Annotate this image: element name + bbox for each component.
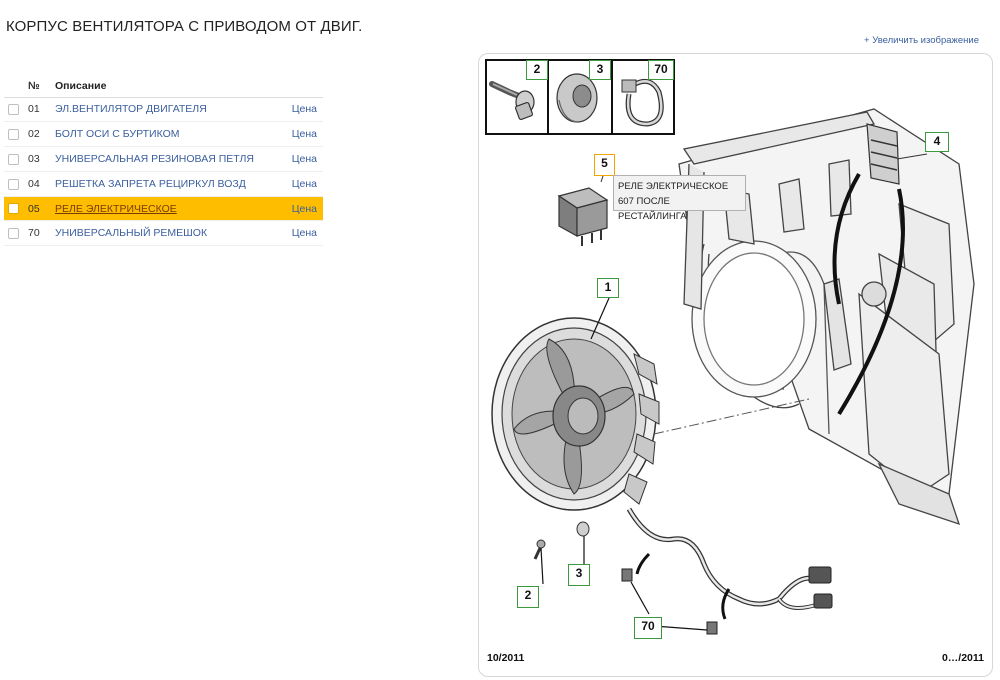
- part-description-link[interactable]: УНИВЕРСАЛЬНАЯ РЕЗИНОВАЯ ПЕТЛЯ: [55, 152, 254, 165]
- row-checkbox[interactable]: [8, 104, 19, 116]
- column-header-num: №: [28, 78, 55, 98]
- row-checkbox[interactable]: [8, 178, 19, 190]
- price-link[interactable]: Цена: [291, 103, 317, 116]
- callout-1[interactable]: 1: [597, 278, 619, 298]
- row-number: 05: [28, 196, 55, 222]
- strap-icon: [621, 78, 664, 127]
- row-checkbox[interactable]: [8, 153, 19, 165]
- tooltip-line-2: 607 ПОСЛЕ РЕСТАЙЛИНГА: [618, 196, 687, 222]
- parts-diagram: 2 3 70 4 5 1 2 3 70 РЕЛЕ ЭЛЕКТРИЧЕСКОЕ 6…: [478, 53, 993, 677]
- callout-3-bottom[interactable]: 3: [568, 564, 590, 586]
- part-description-link[interactable]: ЭЛ.ВЕНТИЛЯТОР ДВИГАТЕЛЯ: [55, 103, 207, 116]
- table-row-selected[interactable]: 05 РЕЛЕ ЭЛЕКТРИЧЕСКОЕ Цена: [4, 196, 323, 222]
- small-parts-panel: [485, 59, 675, 135]
- part-description-link[interactable]: РЕШЕТКА ЗАПРЕТА РЕЦИРКУЛ ВОЗД: [55, 177, 246, 190]
- table-row[interactable]: 01 ЭЛ.ВЕНТИЛЯТОР ДВИГАТЕЛЯ Цена: [4, 97, 323, 123]
- column-header-description: Описание: [55, 78, 273, 98]
- part-description-link[interactable]: БОЛТ ОСИ С БУРТИКОМ: [55, 128, 180, 141]
- price-link[interactable]: Цена: [291, 128, 317, 141]
- diagram-illustration: [485, 59, 975, 635]
- callout-70-top[interactable]: 70: [648, 60, 674, 80]
- diagram-date-right: 0…/2011: [941, 652, 984, 664]
- table-row[interactable]: 03 УНИВЕРСАЛЬНАЯ РЕЗИНОВАЯ ПЕТЛЯ Цена: [4, 146, 323, 172]
- fan-icon: [491, 317, 660, 511]
- part-description-link[interactable]: УНИВЕРСАЛЬНЫЙ РЕМЕШОК: [55, 227, 208, 240]
- callout-2-bottom[interactable]: 2: [517, 586, 539, 608]
- row-number: 02: [28, 121, 55, 148]
- radiator-frame-illustration: [678, 108, 975, 526]
- bolt-icon: [489, 81, 535, 121]
- row-number: 04: [28, 171, 55, 197]
- row-number: 01: [28, 97, 55, 123]
- part-tooltip: РЕЛЕ ЭЛЕКТРИЧЕСКОЕ 607 ПОСЛЕ РЕСТАЙЛИНГА: [613, 175, 746, 222]
- callout-4[interactable]: 4: [925, 132, 949, 152]
- price-link[interactable]: Цена: [291, 202, 317, 215]
- relay-icon: [557, 163, 609, 246]
- callout-5[interactable]: 5: [594, 154, 615, 176]
- table-row[interactable]: 04 РЕШЕТКА ЗАПРЕТА РЕЦИРКУЛ ВОЗД Цена: [4, 171, 323, 197]
- table-row[interactable]: 02 БОЛТ ОСИ С БУРТИКОМ Цена: [4, 121, 323, 148]
- tooltip-line-1: РЕЛЕ ЭЛЕКТРИЧЕСКОЕ: [618, 181, 729, 192]
- row-checkbox[interactable]: [8, 203, 19, 215]
- wiring-harness-illustration: [621, 507, 833, 635]
- price-link[interactable]: Цена: [291, 227, 317, 240]
- row-checkbox[interactable]: [8, 228, 19, 240]
- callout-2-top[interactable]: 2: [526, 60, 548, 80]
- leader-lines: [540, 297, 708, 631]
- parts-table: № Описание 01 ЭЛ.ВЕНТИЛЯТОР ДВИГАТЕЛЯ Це…: [4, 78, 323, 247]
- table-header-row: № Описание: [4, 78, 323, 98]
- grommet-icon: [556, 73, 598, 123]
- row-checkbox[interactable]: [8, 128, 19, 140]
- grille-icon: [866, 123, 900, 185]
- row-number: 70: [28, 220, 55, 247]
- part-description-link[interactable]: РЕЛЕ ЭЛЕКТРИЧЕСКОЕ: [55, 202, 177, 215]
- diagram-date-left: 10/2011: [487, 652, 525, 664]
- callout-70-bottom[interactable]: 70: [634, 617, 662, 639]
- table-row[interactable]: 70 УНИВЕРСАЛЬНЫЙ РЕМЕШОК Цена: [4, 220, 323, 247]
- row-number: 03: [28, 146, 55, 172]
- price-link[interactable]: Цена: [291, 177, 317, 190]
- page-title: КОРПУС ВЕНТИЛЯТОРА С ПРИВОДОМ ОТ ДВИГ.: [6, 18, 363, 35]
- callout-3-top[interactable]: 3: [589, 60, 611, 80]
- zoom-image-link[interactable]: + Увеличить изображение: [864, 35, 979, 46]
- price-link[interactable]: Цена: [291, 152, 317, 165]
